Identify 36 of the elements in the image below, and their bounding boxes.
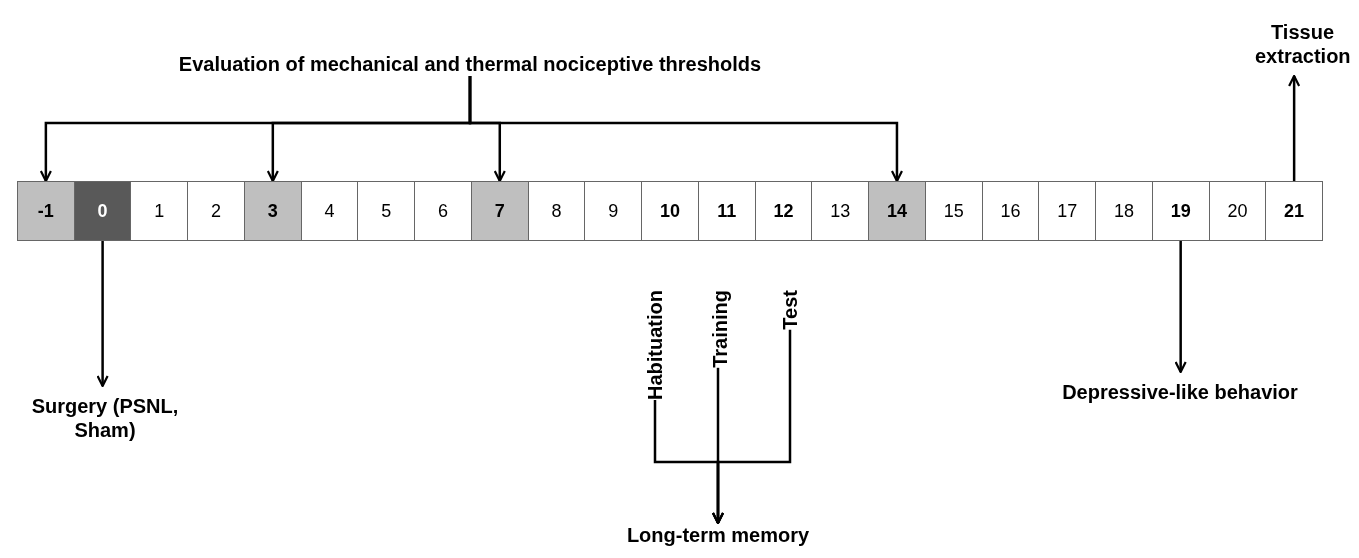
- day-cell: 7: [470, 181, 529, 241]
- day-cell: 1: [130, 181, 189, 241]
- step-label: Depressive-like behavior: [1030, 380, 1330, 404]
- day-cell: 0: [73, 181, 132, 241]
- day-cell: 5: [357, 181, 416, 241]
- day-cell: 10: [641, 181, 699, 241]
- day-cell: 15: [924, 181, 983, 241]
- arrow: [468, 76, 904, 183]
- day-cell: 21: [1265, 181, 1323, 241]
- day-cell: -1: [17, 181, 75, 241]
- step-label: Long-term memory: [600, 523, 836, 547]
- day-cell: 16: [981, 181, 1040, 241]
- step-label: Test: [778, 290, 802, 330]
- day-cell: 3: [243, 181, 302, 241]
- step-label: Tissue extraction: [1255, 20, 1350, 68]
- day-cell: 19: [1151, 181, 1210, 241]
- step-label: Surgery (PSNL, Sham): [20, 394, 190, 442]
- day-cell: 2: [187, 181, 245, 241]
- day-cell: 17: [1038, 181, 1097, 241]
- arrow: [711, 329, 792, 525]
- arrow: [1288, 74, 1301, 181]
- day-cell: 20: [1208, 181, 1267, 241]
- day-cell: 6: [414, 181, 472, 241]
- day-cell: 12: [754, 181, 813, 241]
- day-cell: 18: [1095, 181, 1153, 241]
- day-cell: 13: [811, 181, 870, 241]
- arrow: [96, 241, 109, 388]
- day-cell: 11: [697, 181, 756, 241]
- day-cell: 9: [584, 181, 643, 241]
- step-label: Habituation: [643, 290, 667, 400]
- arrow: [1174, 241, 1187, 374]
- step-label: Training: [708, 290, 732, 368]
- day-cell: 4: [300, 181, 359, 241]
- day-cell: 14: [868, 181, 926, 241]
- day-cell: 8: [527, 181, 586, 241]
- section-heading: Evaluation of mechanical and thermal nociceptive thresholds: [95, 52, 845, 76]
